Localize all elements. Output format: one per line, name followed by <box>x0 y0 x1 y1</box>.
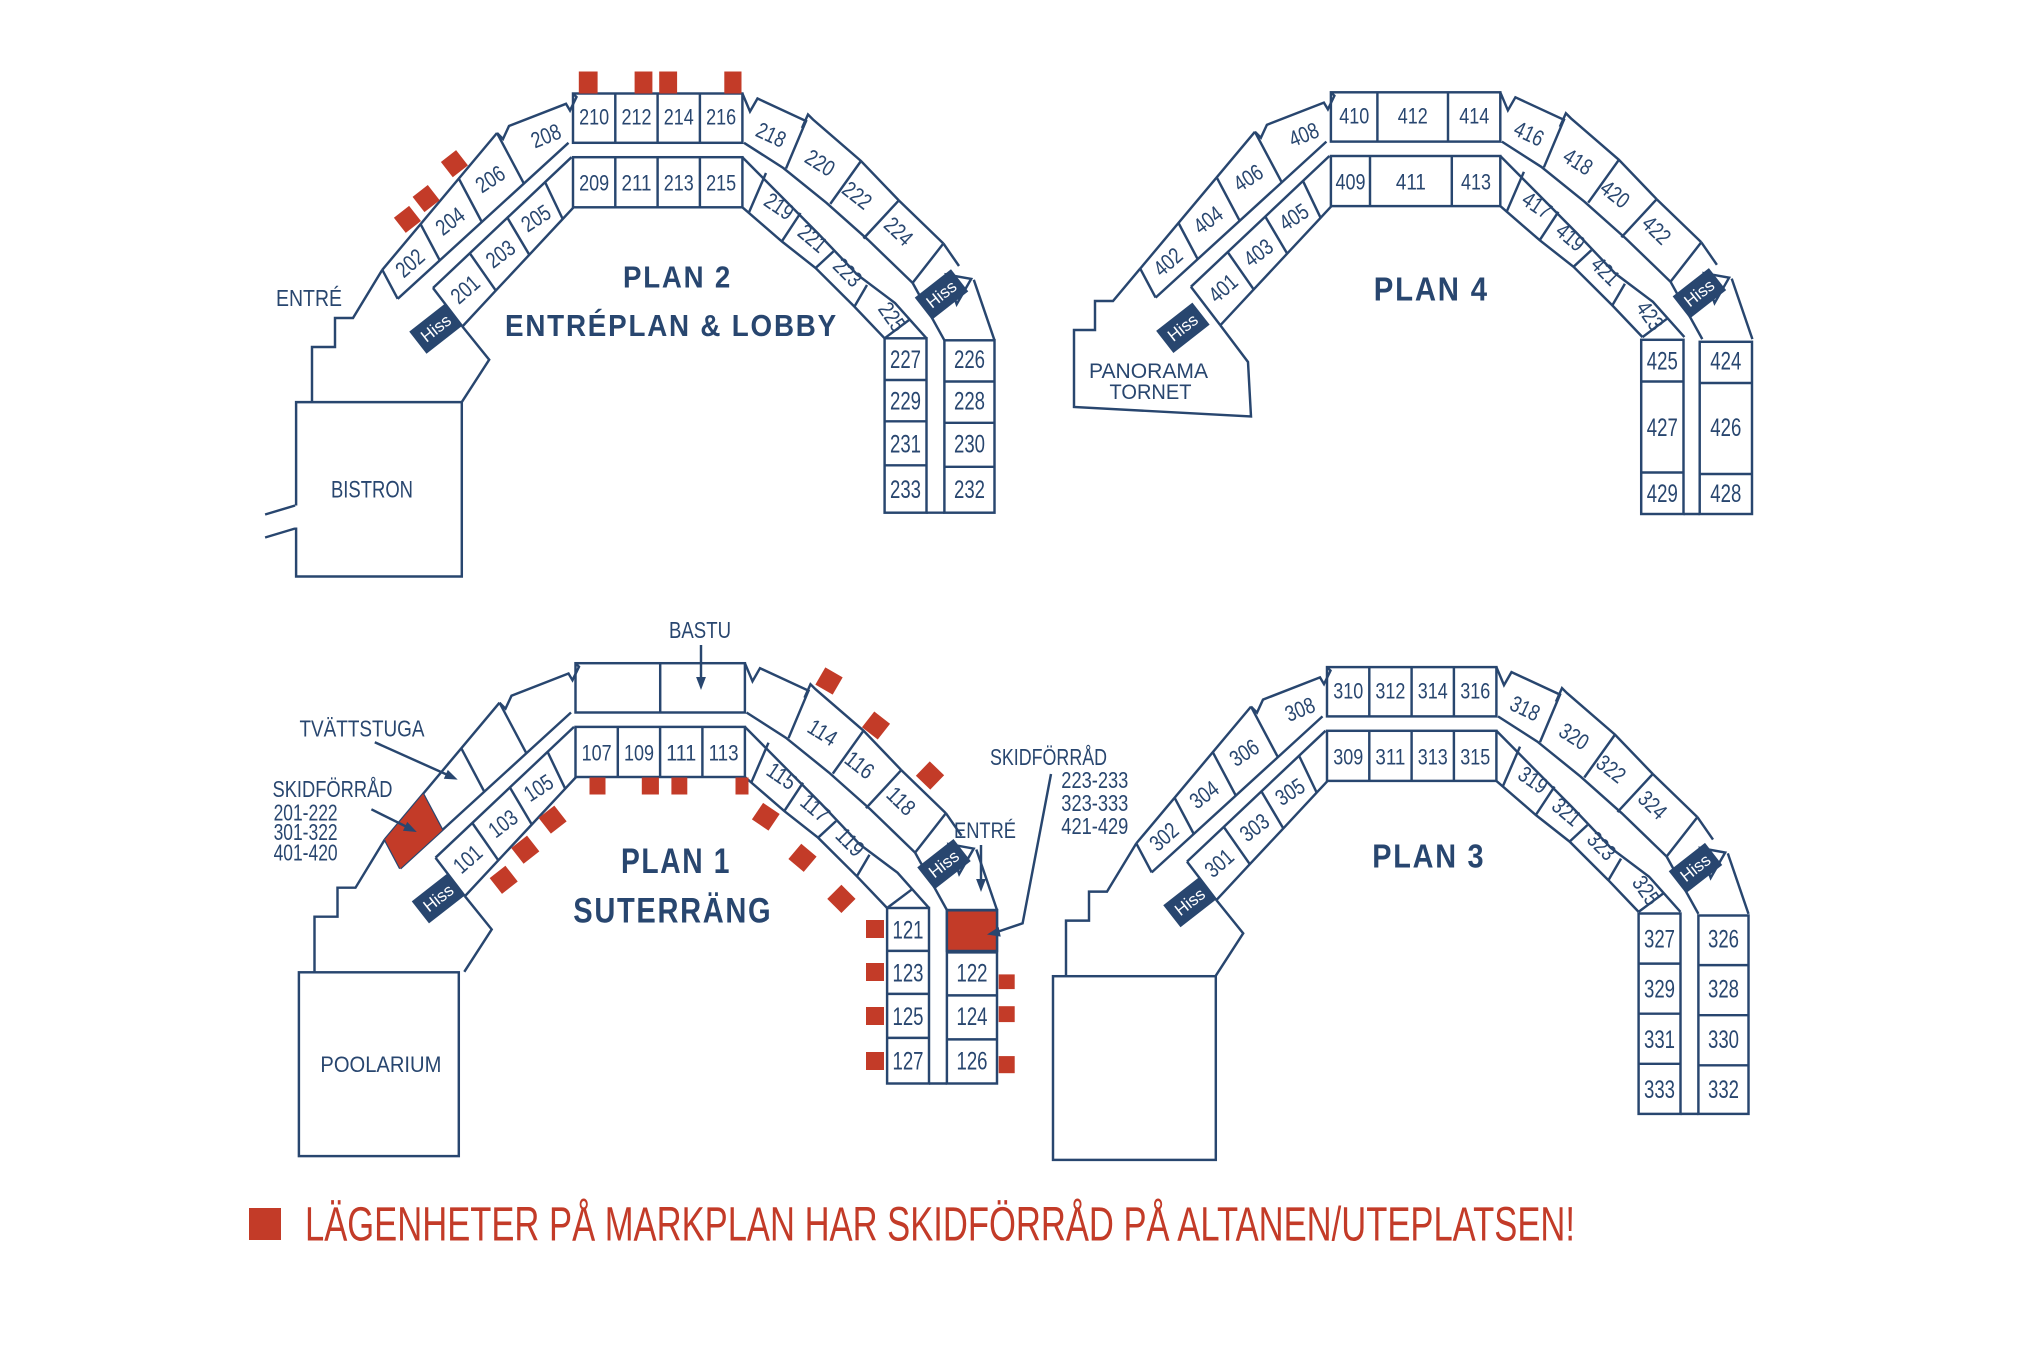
svg-text:TVÄTTSTUGA: TVÄTTSTUGA <box>300 716 426 742</box>
svg-text:301-322: 301-322 <box>274 819 338 845</box>
svg-text:227: 227 <box>890 346 921 374</box>
svg-text:SKIDFÖRRÅD: SKIDFÖRRÅD <box>273 775 393 802</box>
svg-text:226: 226 <box>954 346 985 374</box>
svg-text:411: 411 <box>1396 170 1426 195</box>
svg-text:ENTRÉPLAN & LOBBY: ENTRÉPLAN & LOBBY <box>505 308 838 343</box>
svg-text:409: 409 <box>1336 170 1366 195</box>
svg-text:326: 326 <box>1708 926 1739 954</box>
svg-text:314: 314 <box>1418 678 1448 703</box>
svg-text:124: 124 <box>957 1003 988 1031</box>
svg-text:316: 316 <box>1460 678 1490 703</box>
svg-text:231: 231 <box>890 430 921 458</box>
svg-text:424: 424 <box>1710 348 1741 376</box>
svg-text:328: 328 <box>1708 976 1739 1004</box>
svg-text:213: 213 <box>664 171 694 196</box>
svg-text:311: 311 <box>1375 744 1405 769</box>
svg-text:230: 230 <box>954 430 985 458</box>
svg-text:330: 330 <box>1708 1026 1739 1054</box>
svg-text:PLAN 3: PLAN 3 <box>1372 838 1485 875</box>
svg-text:228: 228 <box>954 388 985 416</box>
svg-text:210: 210 <box>579 105 609 130</box>
svg-text:421-429: 421-429 <box>1061 813 1128 839</box>
svg-text:425: 425 <box>1647 348 1678 376</box>
svg-text:329: 329 <box>1644 976 1675 1004</box>
svg-text:107: 107 <box>582 741 612 766</box>
svg-text:232: 232 <box>954 476 985 504</box>
svg-text:PANORAMA: PANORAMA <box>1089 360 1208 383</box>
svg-text:215: 215 <box>706 171 736 196</box>
svg-text:315: 315 <box>1460 744 1490 769</box>
svg-text:214: 214 <box>664 105 694 130</box>
svg-text:323-333: 323-333 <box>1061 790 1128 816</box>
svg-text:SUTERRÄNG: SUTERRÄNG <box>573 892 772 931</box>
svg-text:209: 209 <box>579 171 609 196</box>
svg-text:428: 428 <box>1710 480 1741 508</box>
svg-text:410: 410 <box>1339 104 1369 129</box>
svg-text:233: 233 <box>890 476 921 504</box>
svg-text:401-420: 401-420 <box>274 840 338 866</box>
svg-text:LÄGENHETER PÅ MARKPLAN HAR SKI: LÄGENHETER PÅ MARKPLAN HAR SKIDFÖRRÅD PÅ… <box>305 1199 1575 1252</box>
svg-text:ENTRÉ: ENTRÉ <box>276 285 342 311</box>
svg-text:427: 427 <box>1647 414 1678 442</box>
svg-text:327: 327 <box>1644 926 1675 954</box>
svg-text:333: 333 <box>1644 1076 1675 1104</box>
svg-text:310: 310 <box>1333 678 1363 703</box>
svg-text:212: 212 <box>622 105 652 130</box>
svg-text:216: 216 <box>706 105 736 130</box>
svg-text:429: 429 <box>1647 480 1678 508</box>
svg-text:PLAN 1: PLAN 1 <box>621 842 731 881</box>
svg-text:TORNET: TORNET <box>1110 381 1192 404</box>
svg-text:414: 414 <box>1459 104 1489 129</box>
svg-text:331: 331 <box>1644 1026 1675 1054</box>
svg-text:123: 123 <box>893 959 924 987</box>
svg-text:223-233: 223-233 <box>1061 767 1128 793</box>
svg-text:PLAN 2: PLAN 2 <box>623 260 732 295</box>
svg-text:POOLARIUM: POOLARIUM <box>320 1052 441 1077</box>
svg-text:ENTRÉ: ENTRÉ <box>954 818 1016 843</box>
svg-text:426: 426 <box>1710 414 1741 442</box>
svg-text:313: 313 <box>1418 744 1448 769</box>
svg-text:127: 127 <box>893 1048 924 1076</box>
svg-text:413: 413 <box>1461 170 1491 195</box>
svg-text:SKIDFÖRRÅD: SKIDFÖRRÅD <box>990 743 1107 770</box>
svg-text:111: 111 <box>666 741 696 766</box>
svg-text:211: 211 <box>622 171 652 196</box>
svg-text:121: 121 <box>893 917 924 945</box>
svg-text:412: 412 <box>1398 104 1428 129</box>
svg-text:126: 126 <box>957 1048 988 1076</box>
svg-text:309: 309 <box>1333 744 1363 769</box>
svg-text:PLAN 4: PLAN 4 <box>1374 271 1489 308</box>
svg-text:113: 113 <box>709 741 739 766</box>
svg-text:BASTU: BASTU <box>669 617 731 643</box>
svg-text:125: 125 <box>893 1003 924 1031</box>
svg-text:109: 109 <box>624 741 654 766</box>
svg-text:332: 332 <box>1708 1076 1739 1104</box>
svg-text:312: 312 <box>1375 678 1405 703</box>
svg-text:229: 229 <box>890 388 921 416</box>
svg-text:BISTRON: BISTRON <box>331 476 413 503</box>
svg-text:201-222: 201-222 <box>274 800 338 826</box>
svg-text:122: 122 <box>957 959 988 987</box>
